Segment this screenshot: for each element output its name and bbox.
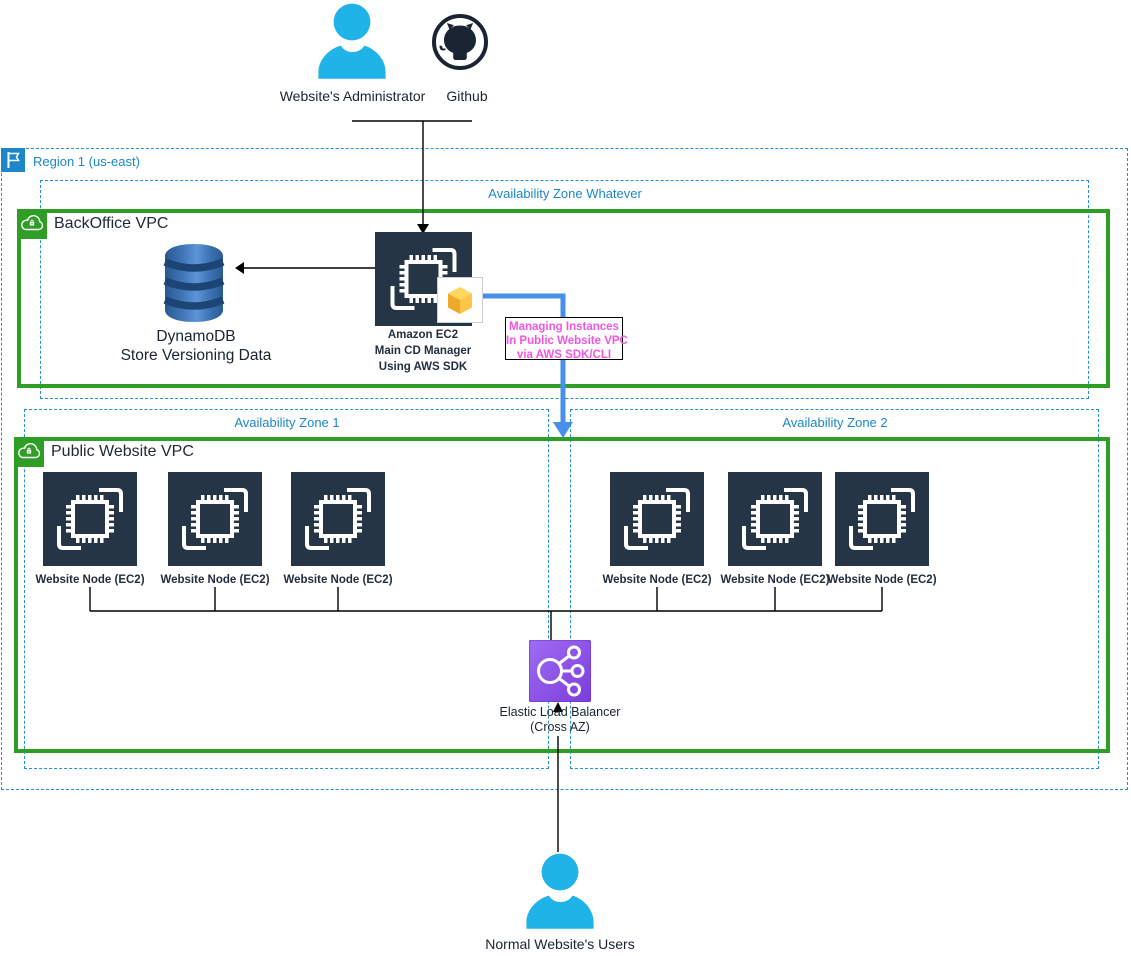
public-vpc-title: Public Website VPC bbox=[51, 443, 194, 460]
website-node-icon bbox=[728, 472, 822, 566]
az2-box bbox=[570, 409, 1099, 769]
az-whatever-label: Availability Zone Whatever bbox=[488, 186, 642, 201]
annotation-line-1: Managing Instances bbox=[509, 321, 619, 333]
cd-manager-label-3: Using AWS SDK bbox=[378, 361, 468, 373]
region-box bbox=[1, 148, 1128, 790]
dynamodb-icon bbox=[156, 241, 232, 325]
github-label: Github bbox=[446, 88, 488, 104]
github-icon bbox=[430, 12, 490, 72]
website-node-icon bbox=[43, 472, 137, 566]
cd-manager-label-1: Amazon EC2 bbox=[387, 329, 459, 341]
end-users-icon bbox=[518, 852, 602, 932]
end-users-label: Normal Website's Users bbox=[485, 936, 635, 952]
website-node-icon bbox=[168, 472, 262, 566]
website-node-icon bbox=[835, 472, 929, 566]
website-node-label: Website Node (EC2) bbox=[35, 574, 145, 586]
dynamodb-name: DynamoDB bbox=[156, 328, 236, 345]
elb-label-2: (Cross AZ) bbox=[530, 720, 590, 734]
website-node-label: Website Node (EC2) bbox=[160, 574, 270, 586]
sdk-cli-annotation: Managing Instances In Public Website VPC… bbox=[505, 317, 628, 361]
admin-user-icon bbox=[310, 2, 394, 82]
website-node-icon bbox=[291, 472, 385, 566]
website-node-label: Website Node (EC2) bbox=[283, 574, 393, 586]
az1-label: Availability Zone 1 bbox=[234, 415, 340, 430]
region-flag-icon bbox=[1, 148, 25, 172]
website-node-label: Website Node (EC2) bbox=[720, 574, 830, 586]
backoffice-vpc-title: BackOffice VPC bbox=[54, 215, 169, 232]
az1-box bbox=[24, 409, 549, 769]
annotation-line-2: In Public Website VPC bbox=[506, 335, 628, 347]
annotation-line-3: via AWS SDK/CLI bbox=[516, 349, 612, 361]
vpc-cloud-lock-icon bbox=[14, 437, 44, 467]
vpc-cloud-lock-icon bbox=[17, 209, 47, 239]
admin-label: Website's Administrator bbox=[279, 88, 426, 104]
public-vpc-box bbox=[14, 437, 1110, 753]
az2-label: Availability Zone 2 bbox=[782, 415, 888, 430]
region-label: Region 1 (us-east) bbox=[33, 154, 140, 169]
website-node-label: Website Node (EC2) bbox=[602, 574, 712, 586]
dynamodb-role: Store Versioning Data bbox=[120, 347, 272, 364]
elastic-load-balancer-icon bbox=[529, 640, 591, 702]
website-node-icon bbox=[610, 472, 704, 566]
aws-sdk-cube-icon bbox=[437, 277, 483, 323]
website-node-label: Website Node (EC2) bbox=[827, 574, 937, 586]
elb-label-1: Elastic Load Balancer bbox=[499, 705, 621, 719]
cd-manager-label-2: Main CD Manager bbox=[374, 345, 472, 357]
